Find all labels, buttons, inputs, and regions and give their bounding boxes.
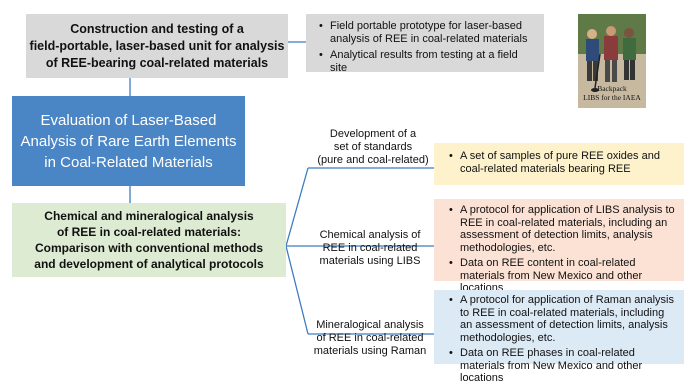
construction-box: Construction and testing of a field-port… <box>26 14 288 78</box>
field-outcome-1: Field portable prototype for laser-based… <box>319 20 536 46</box>
photo-image <box>578 14 646 108</box>
task-label-libs: Chemical analysis of REE in coal-related… <box>319 229 421 267</box>
construction-line-2: field-portable, laser-based unit for ana… <box>29 38 285 53</box>
task-label-raman: Mineralogical analysis of REE in coal-re… <box>313 319 427 357</box>
chem-line-3: Comparison with conventional methods <box>34 241 264 255</box>
field-outcome-2: Analytical results from testing at a fie… <box>319 49 536 75</box>
main-title-line-1: Evaluation of Laser-Based <box>40 111 217 129</box>
branch-standards <box>285 167 309 247</box>
chem-line-2: of REE in coal-related materials: <box>56 225 242 239</box>
chem-analysis-box: Chemical and mineralogical analysis of R… <box>12 203 286 277</box>
construction-line-3: of REE-bearing coal-related materials <box>45 55 269 70</box>
outcome-raman-box: A protocol for application of Raman anal… <box>434 290 684 384</box>
main-title-line-3: in Coal-Related Materials <box>44 153 213 171</box>
chem-line-4: and development of analytical protocols <box>34 257 264 271</box>
outcome-libs-2: Data on REE content in coal-related mate… <box>449 257 676 295</box>
outcome-raman-1: A protocol for application of Raman anal… <box>449 294 678 344</box>
outcome-standards-box: A set of samples of pure REE oxides and … <box>434 143 684 185</box>
branch-raman <box>285 245 309 335</box>
outcome-libs-1: A protocol for application of LIBS analy… <box>449 204 676 254</box>
photo-caption-line-1: Backpack <box>597 84 627 93</box>
task-label-standards: Development of a set of standards (pure … <box>317 128 429 166</box>
outcome-standards-1: A set of samples of pure REE oxides and … <box>449 150 676 176</box>
backpack-libs-photo: Backpack LIBS for the IAEA <box>578 14 646 108</box>
chem-line-1: Chemical and mineralogical analysis <box>44 209 254 223</box>
main-title-box: Evaluation of Laser-Based Analysis of Ra… <box>12 96 245 186</box>
main-title-line-2: Analysis of Rare Earth Elements <box>20 132 237 150</box>
outcome-libs-box: A protocol for application of LIBS analy… <box>434 199 684 294</box>
photo-caption-line-2: LIBS for the IAEA <box>583 93 641 102</box>
field-outcomes-box: Field portable prototype for laser-based… <box>306 14 544 75</box>
connector-lines <box>129 41 434 335</box>
construction-line-1: Construction and testing of a <box>70 21 244 36</box>
photo-caption: Backpack LIBS for the IAEA <box>578 84 646 102</box>
